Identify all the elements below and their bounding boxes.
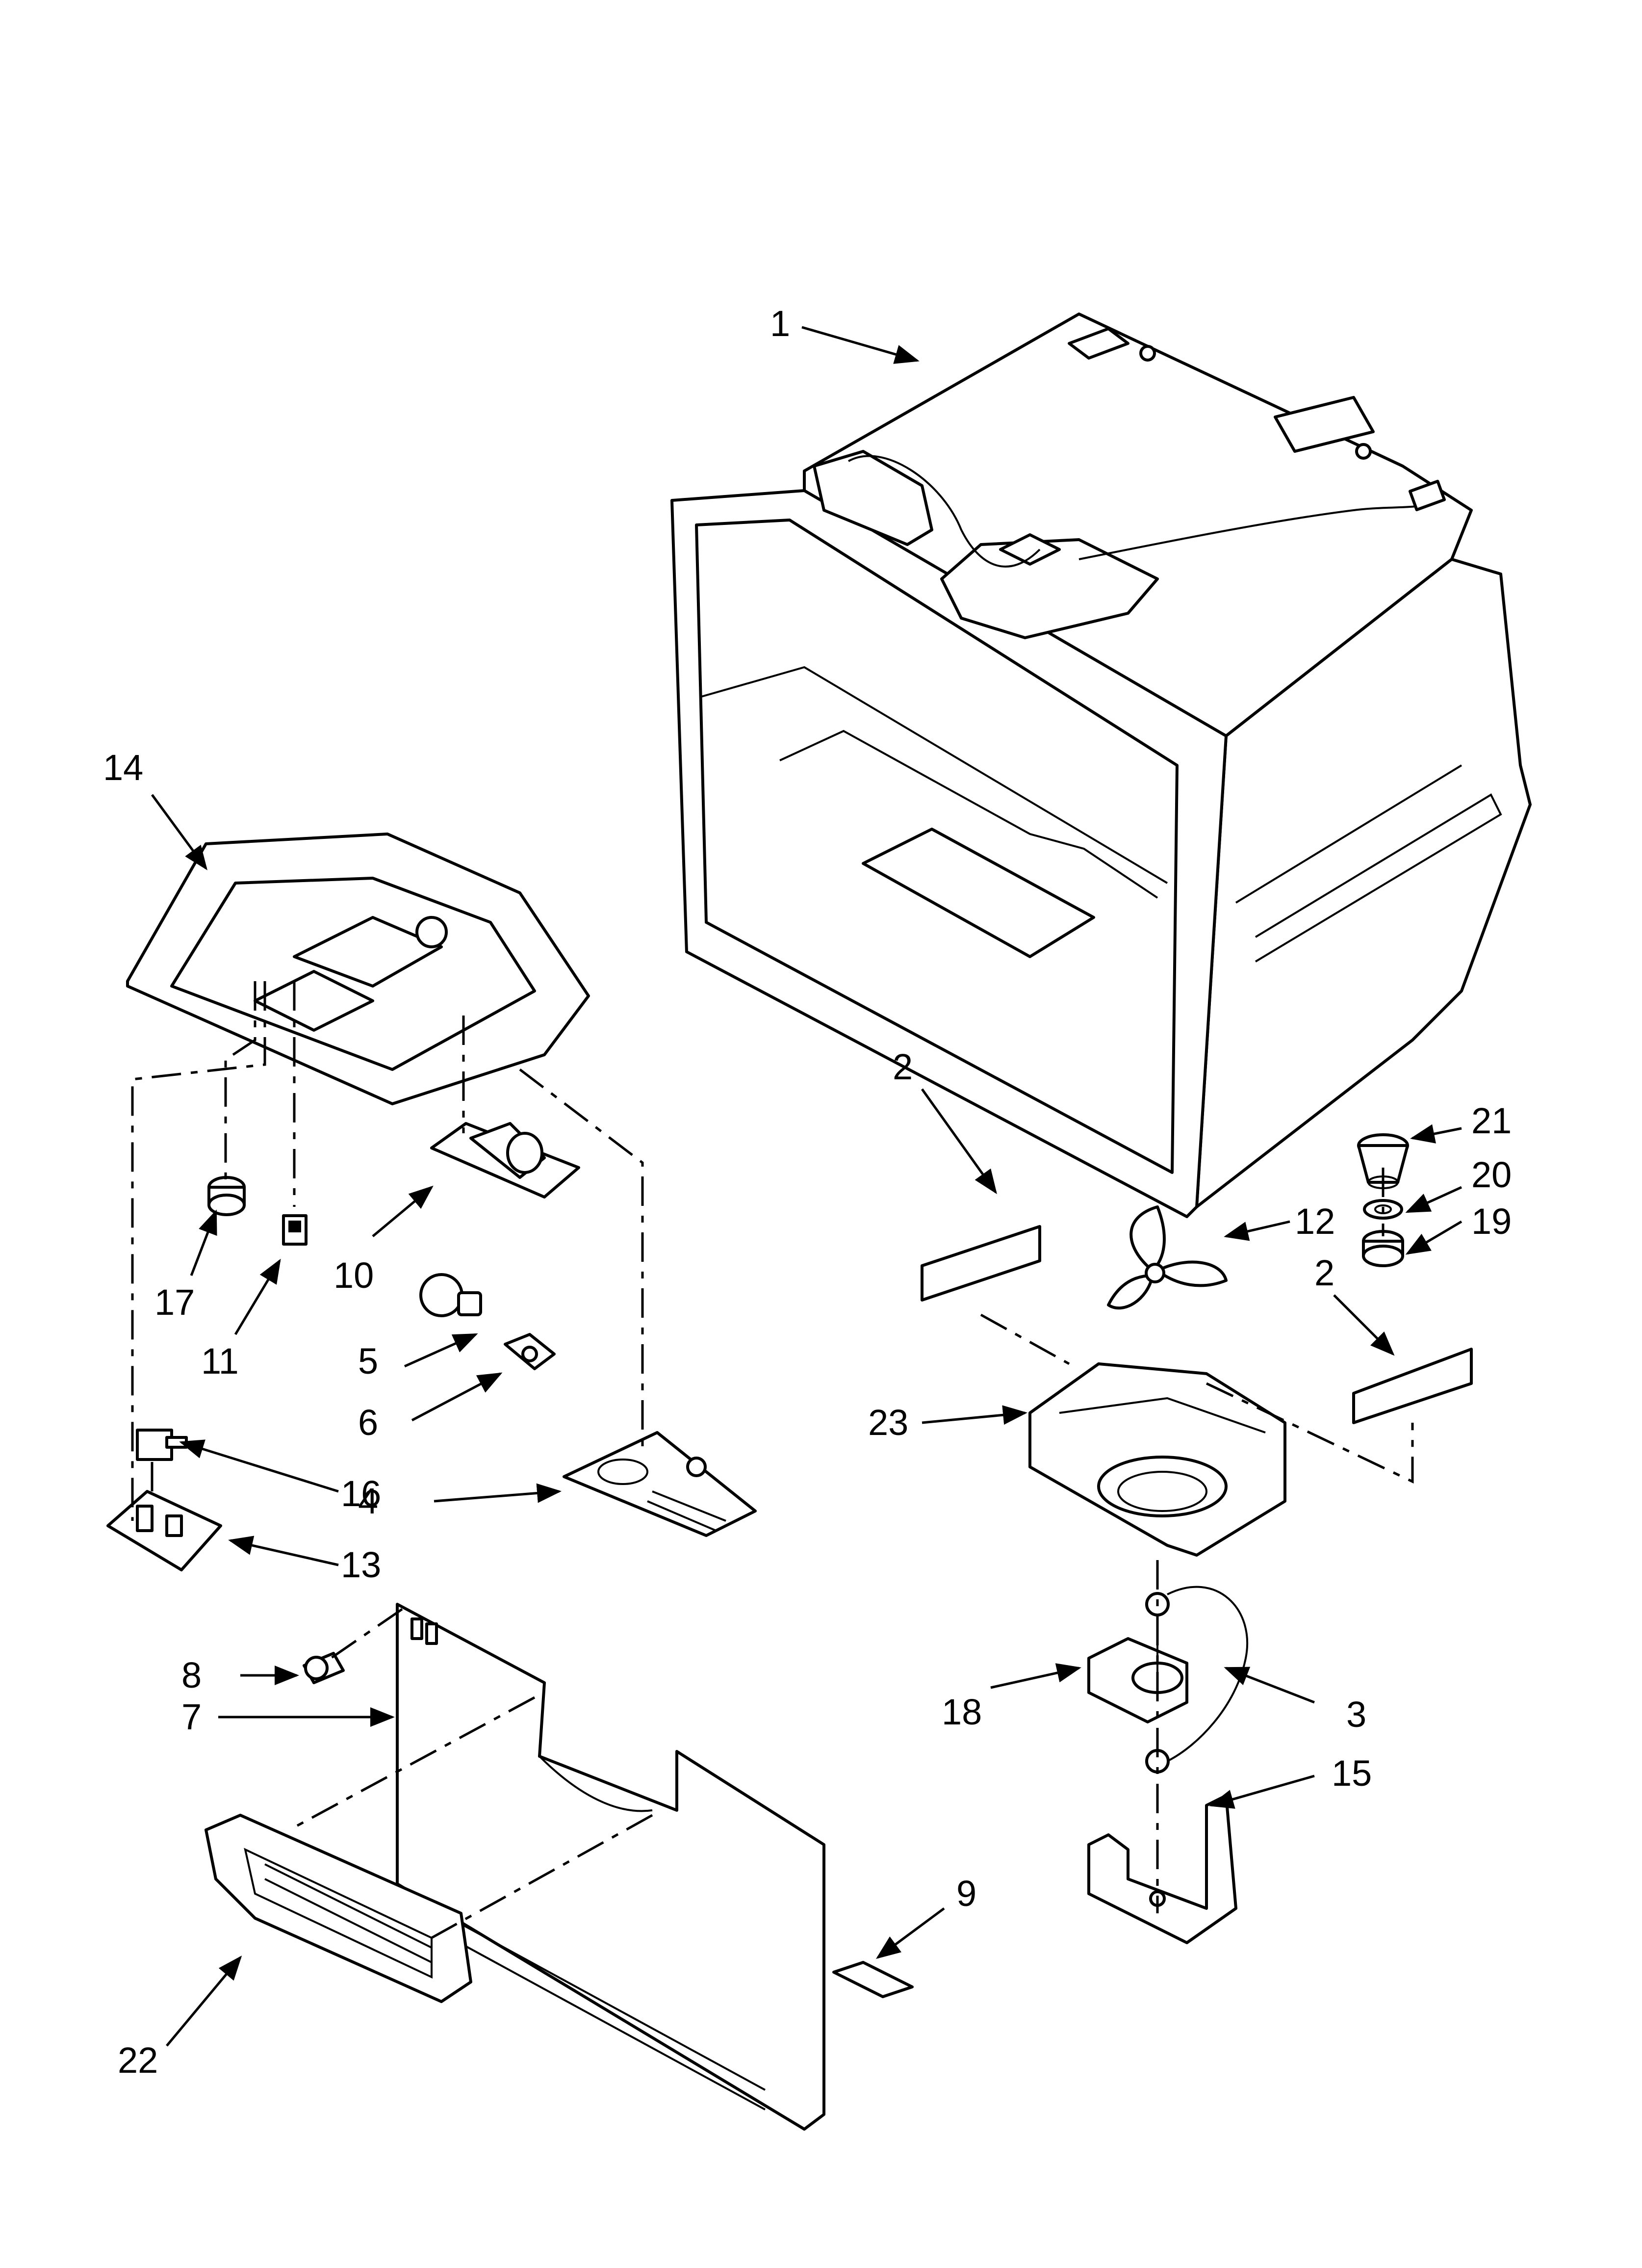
leader-lines bbox=[151, 326, 1462, 2047]
callout-1: 1 bbox=[770, 303, 790, 344]
thermostat bbox=[136, 1429, 188, 1461]
fan-motor bbox=[1087, 1592, 1188, 1773]
grille bbox=[205, 1814, 472, 2003]
callout-21: 21 bbox=[1471, 1100, 1512, 1141]
fan-blade bbox=[1107, 1205, 1228, 1310]
fan-shroud bbox=[1028, 1362, 1286, 1557]
callout-10: 10 bbox=[334, 1255, 374, 1296]
callout-3: 3 bbox=[1346, 1694, 1366, 1735]
alignment-lines bbox=[131, 981, 1414, 1939]
callout-15: 15 bbox=[1332, 1753, 1372, 1794]
control-housing bbox=[106, 1490, 222, 1571]
liner-housing bbox=[670, 313, 1532, 1218]
callout-8: 8 bbox=[181, 1655, 202, 1695]
foam-strip bbox=[1352, 1348, 1473, 1424]
callout-23: 23 bbox=[868, 1402, 908, 1443]
callout-labels: 1 2 2 3 4 5 6 7 8 9 10 11 12 13 14 15 16… bbox=[103, 303, 1512, 2081]
callout-13: 13 bbox=[341, 1544, 381, 1585]
callout-7: 7 bbox=[181, 1696, 202, 1737]
callout-2: 2 bbox=[893, 1046, 913, 1087]
knob bbox=[207, 1176, 246, 1216]
callout-6: 6 bbox=[358, 1402, 378, 1443]
callout-19: 19 bbox=[1471, 1201, 1512, 1242]
wire-harness bbox=[1167, 1586, 1249, 1762]
callout-22: 22 bbox=[118, 2040, 158, 2081]
callout-17: 17 bbox=[154, 1282, 195, 1323]
motor-bracket bbox=[1087, 1794, 1237, 1944]
callout-4: 4 bbox=[358, 1481, 378, 1521]
light-bulb bbox=[419, 1273, 482, 1317]
callout-12: 12 bbox=[1295, 1201, 1335, 1242]
rear-panel bbox=[396, 1603, 825, 2131]
foam-block bbox=[832, 1961, 914, 1998]
callout-14: 14 bbox=[103, 747, 143, 788]
callout-18: 18 bbox=[942, 1692, 982, 1732]
light-housing bbox=[430, 1122, 580, 1199]
screw bbox=[303, 1652, 345, 1684]
callout-5: 5 bbox=[358, 1341, 378, 1382]
bushing bbox=[1357, 1133, 1409, 1189]
callout-2: 2 bbox=[1314, 1252, 1334, 1293]
callout-9: 9 bbox=[956, 1873, 976, 1914]
callout-16: 16 bbox=[341, 1473, 381, 1514]
lamp-socket bbox=[504, 1333, 556, 1370]
callout-11: 11 bbox=[201, 1341, 239, 1382]
callout-20: 20 bbox=[1471, 1154, 1512, 1195]
switch bbox=[282, 1214, 308, 1246]
control-panel bbox=[126, 833, 590, 1105]
grommet bbox=[1362, 1230, 1404, 1267]
foam-strip bbox=[921, 1225, 1041, 1302]
light-lens bbox=[563, 1431, 757, 1537]
